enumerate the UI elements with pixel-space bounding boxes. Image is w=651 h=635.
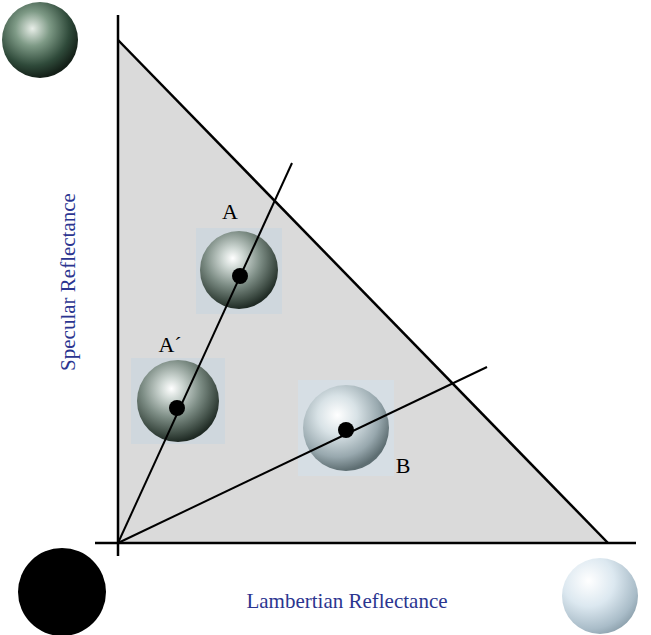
ray xyxy=(118,163,292,543)
axis-label: Specular Reflectance xyxy=(58,193,79,371)
mirror-sphere xyxy=(2,2,78,78)
matte-sphere xyxy=(562,558,638,634)
x-axis xyxy=(95,542,636,545)
point-dot xyxy=(232,268,248,284)
black-sphere xyxy=(18,548,106,635)
point-label: A´ xyxy=(158,334,181,356)
feasible-region xyxy=(118,40,608,543)
point-label: A xyxy=(222,201,238,223)
point-dot xyxy=(338,422,354,438)
sphere-backdrop xyxy=(298,380,394,476)
y-axis xyxy=(117,15,120,556)
sphere-backdrop xyxy=(131,358,225,444)
point-label: B xyxy=(396,455,411,477)
sphere-a-prime xyxy=(137,360,219,442)
sphere-b xyxy=(303,385,389,471)
hypotenuse xyxy=(118,40,608,543)
ray xyxy=(118,367,487,543)
sphere-backdrop xyxy=(196,228,282,314)
axis-label: Lambertian Reflectance xyxy=(246,591,447,612)
sphere-a xyxy=(200,231,278,309)
point-dot xyxy=(169,400,185,416)
